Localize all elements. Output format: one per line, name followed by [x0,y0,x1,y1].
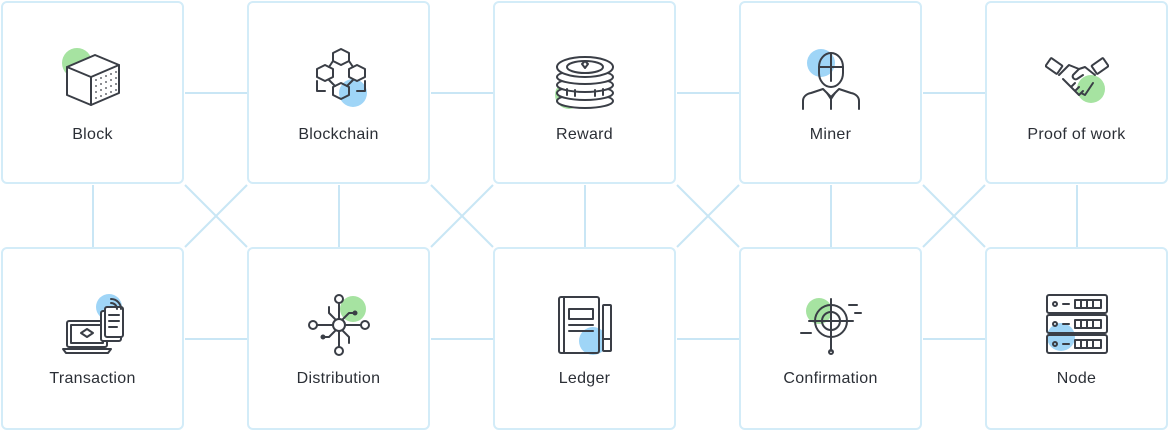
cube-icon [61,48,120,106]
handshake-icon [1044,57,1109,103]
blockchain-icon [315,48,367,107]
laptop-wallet-icon [61,294,124,354]
target-icon [799,298,862,355]
card-label-ledger: Ledger [558,370,611,387]
card-miner[interactable]: Miner [739,1,922,184]
card-label-block: Block [72,126,113,143]
card-reward[interactable]: Reward [493,1,676,184]
miner-icon [801,49,860,110]
coin-stack-icon [554,56,614,109]
card-label-reward: Reward [556,126,613,143]
card-confirmation[interactable]: Confirmation [739,247,922,430]
card-ledger[interactable]: Ledger [493,247,676,430]
card-node[interactable]: Node [985,247,1168,430]
server-rack-icon [1045,294,1108,354]
card-block[interactable]: Block [1,1,184,184]
ledger-book-icon [557,296,612,355]
card-label-proof-of-work: Proof of work [1027,126,1126,143]
card-distribution[interactable]: Distribution [247,247,430,430]
card-label-blockchain: Blockchain [298,126,379,143]
card-label-miner: Miner [809,126,852,143]
card-proof-of-work[interactable]: Proof of work [985,1,1168,184]
card-label-node: Node [1056,370,1097,387]
card-blockchain[interactable]: Blockchain [247,1,430,184]
card-transaction[interactable]: Transaction [1,247,184,430]
card-label-transaction: Transaction [49,370,136,387]
network-hub-icon [307,294,370,356]
card-label-confirmation: Confirmation [783,370,878,387]
card-label-distribution: Distribution [296,370,381,387]
